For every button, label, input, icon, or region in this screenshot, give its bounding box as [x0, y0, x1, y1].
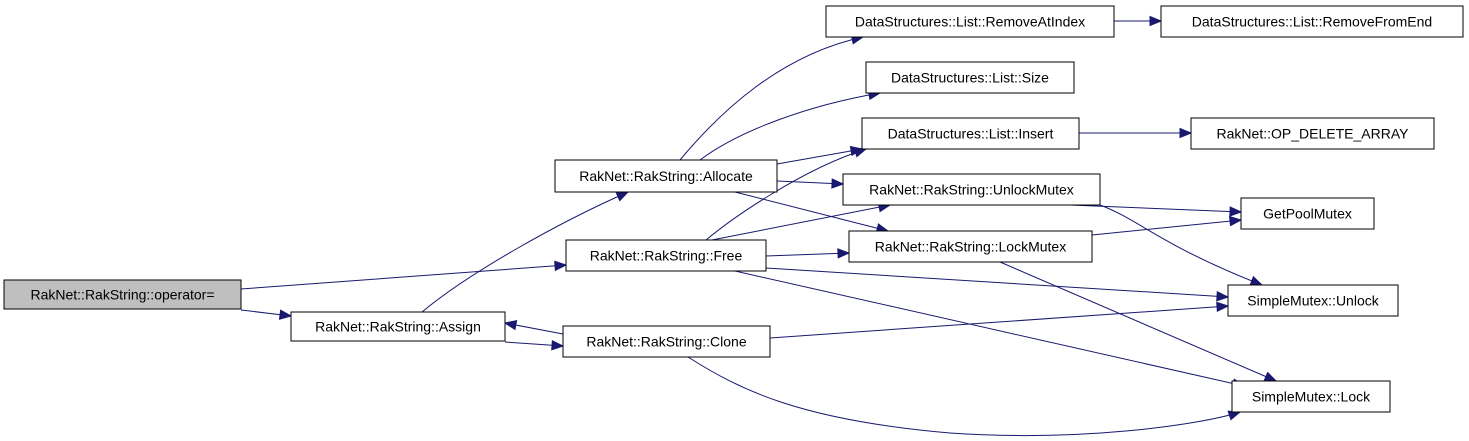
arrowhead: [1179, 127, 1193, 139]
node-n8[interactable]: RakNet::RakString::UnlockMutex: [842, 173, 1101, 206]
edge-line: [705, 148, 867, 241]
arrowhead: [1216, 291, 1230, 302]
edge-line: [765, 267, 1229, 298]
node-n2[interactable]: RakNet::RakString::Free: [565, 239, 767, 272]
node-label: RakNet::RakString::Assign: [315, 319, 481, 335]
edge-n2-n14: [734, 270, 1246, 389]
node-box[interactable]: [562, 325, 771, 358]
node-box[interactable]: [1240, 197, 1375, 230]
node-box[interactable]: [861, 117, 1080, 150]
edge-n3-n13: [769, 301, 1230, 339]
node-label: GetPoolMutex: [1263, 206, 1352, 222]
edge-line: [769, 305, 1229, 339]
node-box[interactable]: [1227, 284, 1399, 317]
edge-line: [1099, 204, 1263, 286]
node-n0[interactable]: RakNet::RakString::operator=: [3, 279, 242, 310]
arrowhead: [503, 319, 518, 331]
node-n7[interactable]: DataStructures::List::Insert: [861, 117, 1080, 150]
node-n6[interactable]: DataStructures::List::Size: [865, 61, 1075, 94]
node-label: RakNet::RakString::Free: [590, 248, 743, 264]
edge-line: [776, 148, 863, 165]
edge-n0-n1: [240, 309, 293, 320]
node-n14[interactable]: SimpleMutex::Lock: [1231, 380, 1391, 413]
node-label: DataStructures::List::Insert: [888, 126, 1054, 142]
node-label: RakNet::RakString::Clone: [586, 334, 747, 350]
node-box[interactable]: [848, 230, 1093, 263]
node-label: DataStructures::List::RemoveFromEnd: [1192, 14, 1432, 30]
edge-line: [734, 270, 1245, 387]
edge-n2-n13: [765, 267, 1230, 302]
node-label: DataStructures::List::RemoveAtIndex: [855, 14, 1085, 30]
edge-n9-n12: [1091, 215, 1243, 236]
node-box[interactable]: [842, 173, 1101, 206]
node-box[interactable]: [290, 311, 506, 342]
arrowhead: [837, 248, 851, 259]
node-label: DataStructures::List::Size: [891, 70, 1049, 86]
edge-n2-n7: [705, 147, 868, 241]
node-box[interactable]: [1190, 117, 1435, 150]
edge-line: [999, 261, 1277, 382]
node-n9[interactable]: RakNet::RakString::LockMutex: [848, 230, 1093, 263]
arrowhead: [1229, 206, 1243, 217]
node-label: SimpleMutex::Lock: [1252, 389, 1371, 405]
arrowhead: [615, 191, 630, 202]
arrowhead: [1263, 371, 1278, 382]
node-box[interactable]: [554, 159, 778, 193]
edge-line: [765, 252, 850, 257]
edge-n8-n12: [1069, 204, 1243, 217]
node-label: RakNet::RakString::Allocate: [579, 168, 753, 184]
node-label: RakNet::RakString::operator=: [30, 287, 214, 303]
arrowhead: [1229, 215, 1243, 227]
edge-line: [679, 36, 864, 161]
edge-n8-n13: [1099, 204, 1264, 286]
arrowhead: [551, 339, 565, 351]
edge-n0-n2: [240, 260, 568, 290]
node-n10[interactable]: DataStructures::List::RemoveFromEnd: [1160, 5, 1464, 38]
edge-n1-n3: [504, 339, 565, 351]
arrowhead: [1249, 275, 1264, 286]
node-n3[interactable]: RakNet::RakString::Clone: [562, 325, 771, 358]
node-n5[interactable]: DataStructures::List::RemoveAtIndex: [825, 5, 1115, 38]
edge-n5-n10: [1114, 15, 1163, 27]
node-box[interactable]: [1231, 380, 1391, 413]
edge-line: [687, 356, 1241, 436]
edge-n4-n8: [776, 178, 845, 189]
node-n13[interactable]: SimpleMutex::Unlock: [1227, 284, 1399, 317]
edge-n9-n14: [999, 261, 1278, 382]
node-n1[interactable]: RakNet::RakString::Assign: [290, 311, 506, 342]
node-box[interactable]: [865, 61, 1075, 94]
arrowhead: [831, 178, 845, 189]
edge-line: [734, 191, 889, 232]
arrowhead: [1216, 301, 1230, 313]
node-label: RakNet::RakString::LockMutex: [875, 239, 1066, 255]
node-n12[interactable]: GetPoolMutex: [1240, 197, 1375, 230]
arrowhead: [1149, 15, 1163, 27]
node-n4[interactable]: RakNet::RakString::Allocate: [554, 159, 778, 193]
node-label: RakNet::OP_DELETE_ARRAY: [1217, 126, 1410, 142]
arrowhead: [554, 260, 568, 272]
node-box[interactable]: [565, 239, 767, 272]
node-box[interactable]: [825, 5, 1115, 38]
edge-n4-n5: [679, 34, 865, 161]
edge-line: [699, 92, 881, 161]
node-n11[interactable]: RakNet::OP_DELETE_ARRAY: [1190, 117, 1435, 150]
edge-line: [711, 204, 891, 241]
node-label: SimpleMutex::Unlock: [1247, 293, 1379, 309]
node-box[interactable]: [1160, 5, 1464, 38]
nodes-layer: RakNet::RakString::operator=RakNet::RakS…: [3, 5, 1464, 413]
edge-n7-n11: [1079, 127, 1193, 139]
arrowhead: [278, 309, 293, 320]
node-box[interactable]: [3, 279, 242, 310]
edge-line: [1091, 219, 1242, 236]
arrowhead: [853, 147, 868, 158]
edges-layer: [240, 15, 1278, 436]
edge-line: [421, 191, 629, 313]
edge-line: [1069, 204, 1242, 213]
edge-n3-n1: [503, 319, 564, 335]
node-label: RakNet::RakString::UnlockMutex: [869, 182, 1074, 198]
edge-line: [240, 264, 567, 290]
edge-n2-n9: [765, 248, 851, 259]
edge-n3-n14: [687, 356, 1242, 436]
